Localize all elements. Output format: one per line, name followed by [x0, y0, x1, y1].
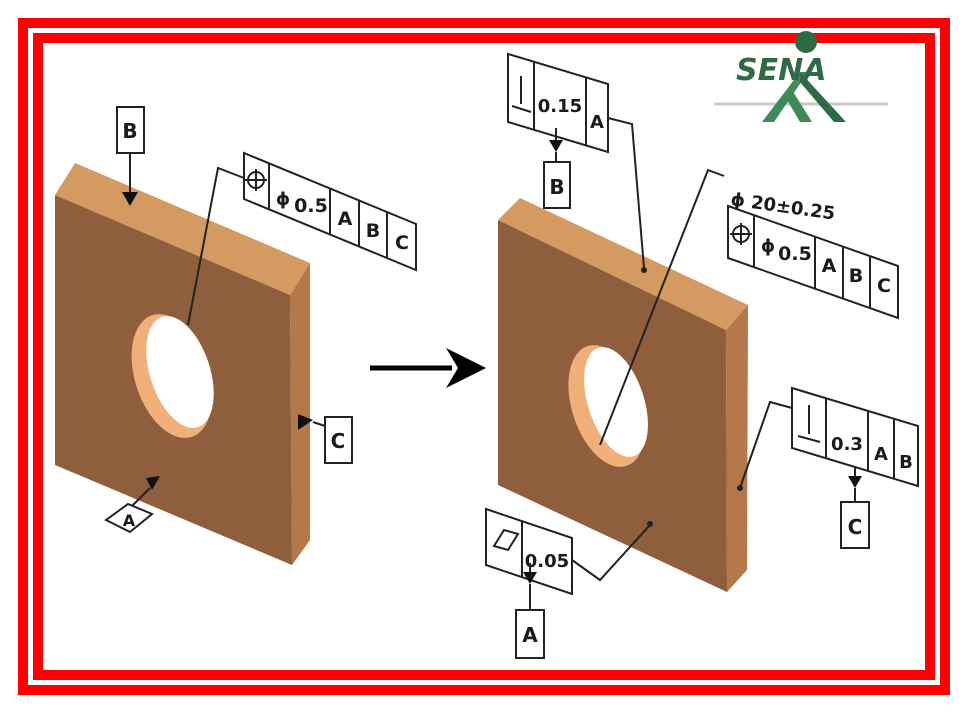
- right-fcf-datum-1: A: [822, 255, 837, 277]
- right-perp-side-leader: [739, 400, 793, 489]
- right-perp-side-fcf: 0.3 A B: [737, 386, 919, 491]
- right-perp-side-icon: [797, 405, 821, 443]
- arrow-right-icon: [370, 348, 486, 388]
- right-block-side-face: [726, 305, 748, 592]
- left-datum-a: A: [104, 476, 160, 534]
- right-datum-c-triangle-icon: [848, 476, 862, 488]
- right-flatness-fcf: 0.05: [485, 507, 653, 596]
- right-block: [498, 198, 748, 592]
- right-position-icon: [730, 223, 752, 245]
- right-fcf-diameter: ϕ: [761, 236, 775, 257]
- left-datum-c-triangle-icon: [298, 414, 313, 430]
- right-hole-leader: [599, 168, 725, 446]
- right-datum-b: B: [543, 152, 571, 209]
- right-datum-a-triangle-icon: [523, 572, 537, 584]
- left-position-icon: [245, 169, 267, 191]
- sena-logo-icon: SENA: [714, 31, 888, 122]
- left-datum-a-triangle-icon: [146, 476, 160, 490]
- right-datum-c-label: C: [848, 515, 863, 539]
- right-fcf-datum-3: C: [877, 275, 891, 297]
- left-block-hole-through: [146, 316, 214, 428]
- right-perp-top-fcf: 0.15 A: [507, 52, 647, 273]
- right-flatness-tolerance: 0.05: [525, 551, 569, 572]
- left-fcf-datum-3: C: [395, 232, 409, 254]
- left-datum-c: C: [298, 414, 353, 464]
- left-fcf-leader: [187, 166, 245, 326]
- right-perp-side-tolerance: 0.3: [831, 434, 863, 455]
- left-fcf-datum-1: A: [338, 208, 353, 230]
- left-datum-c-label: C: [331, 429, 346, 453]
- right-position-fcf: ϕ 0.5 A B C: [599, 168, 899, 446]
- left-fcf-diameter: ϕ: [276, 189, 290, 210]
- right-block-top-face: [498, 198, 748, 330]
- left-datum-b-triangle-icon: [122, 192, 138, 206]
- left-datum-a-label: A: [123, 511, 136, 530]
- right-datum-a-label: A: [522, 623, 538, 647]
- left-fcf-tolerance: 0.5: [294, 195, 328, 217]
- left-datum-b-label: B: [122, 119, 137, 143]
- right-perp-top-icon: [511, 76, 532, 113]
- left-block-side-face: [290, 263, 310, 565]
- right-datum-a: A: [515, 584, 545, 659]
- right-fcf-tolerance: 0.5: [778, 243, 812, 265]
- left-datum-b: B: [116, 106, 145, 206]
- left-fcf-datum-2: B: [366, 220, 380, 242]
- right-datum-c: C: [840, 488, 870, 549]
- right-flatness-icon: [492, 528, 520, 552]
- left-block: [55, 163, 310, 565]
- left-block-top-face: [55, 163, 310, 295]
- right-datum-b-triangle-icon: [549, 140, 563, 152]
- right-fcf-datum-2: B: [849, 265, 863, 287]
- right-perp-side-datum-2: B: [899, 452, 913, 473]
- right-datum-b-label: B: [549, 175, 564, 199]
- right-perp-top-leader: [607, 117, 645, 269]
- right-perp-side-datum-1: A: [874, 444, 888, 465]
- sena-logo-text: SENA: [736, 53, 826, 88]
- right-perp-top-tolerance: 0.15: [538, 96, 582, 117]
- right-perp-top-datum: A: [590, 112, 604, 133]
- left-position-fcf: ϕ 0.5 A B C: [187, 151, 417, 326]
- right-flatness-leader: [571, 524, 651, 582]
